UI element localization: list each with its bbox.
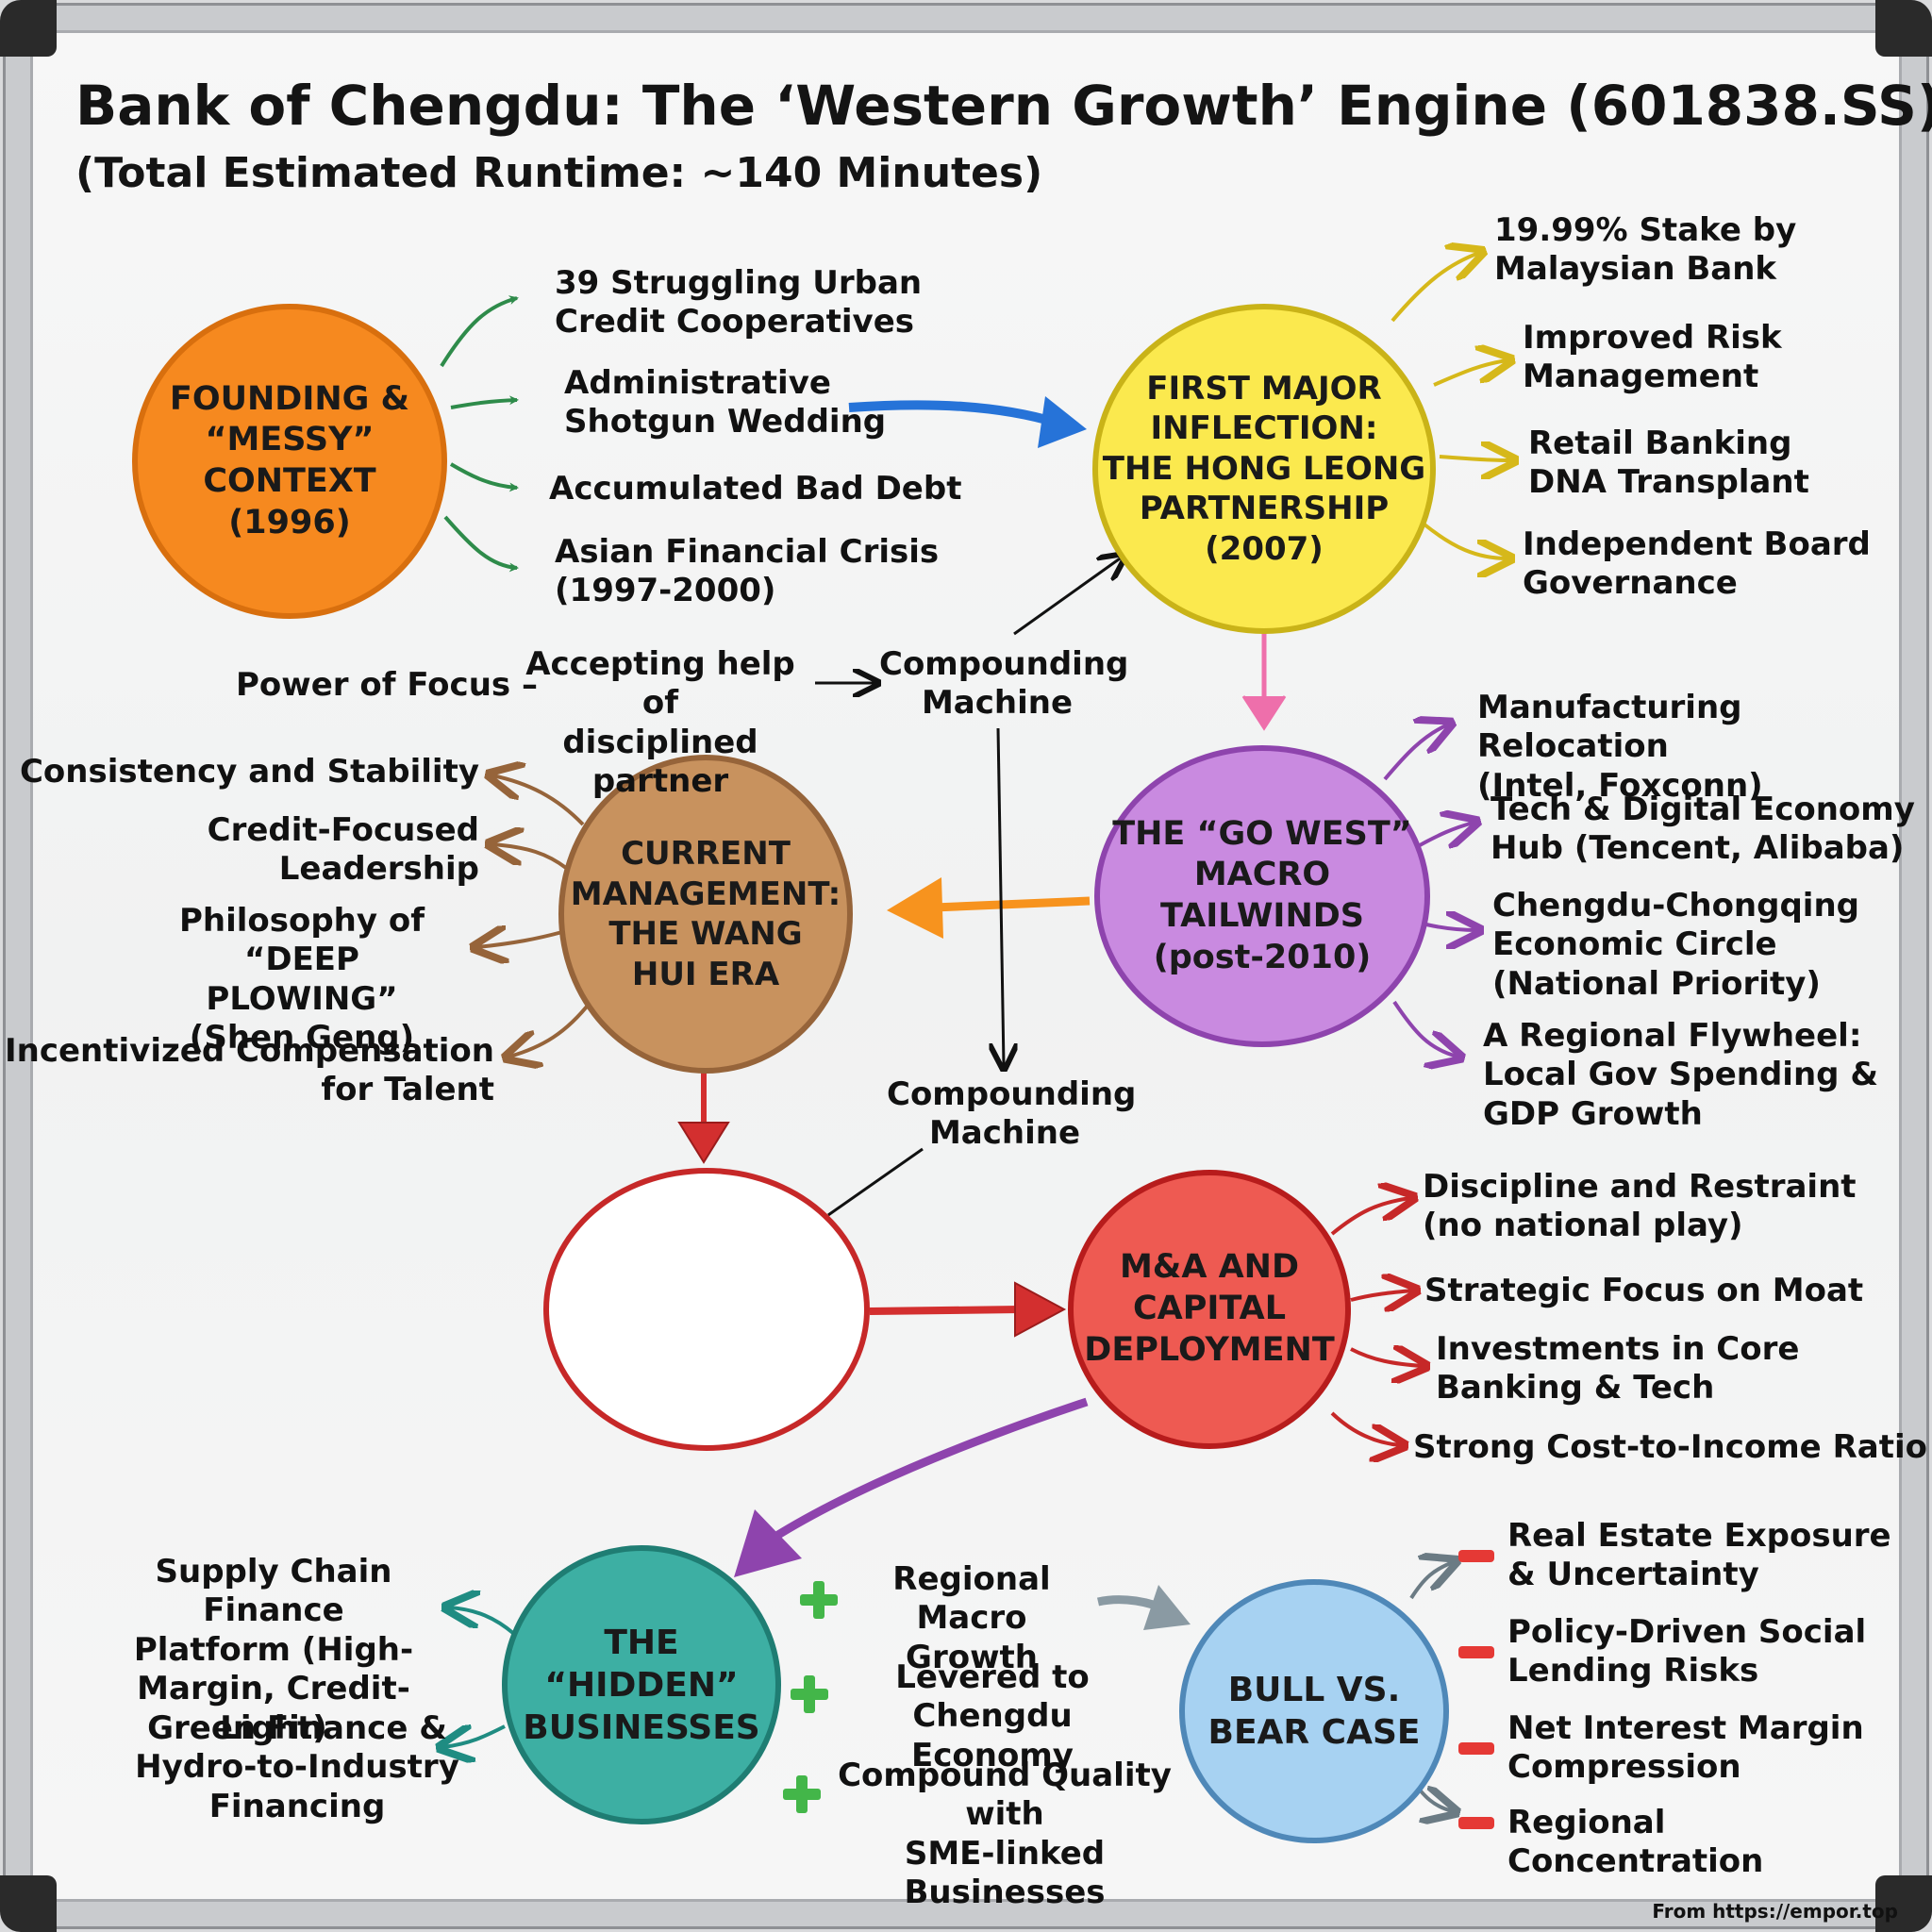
source-footer: From https://empor.top xyxy=(1652,1900,1898,1923)
ma-item: Strong Cost-to-Income Ratio xyxy=(1413,1428,1927,1466)
plus-icon xyxy=(781,1774,823,1815)
compounding-machine-label-bottom: Compounding Machine xyxy=(887,1075,1137,1153)
frame-corner-bottom-right xyxy=(1875,1875,1932,1932)
inflection-branch-arrows xyxy=(1391,253,1511,558)
purple-curved-arrow xyxy=(771,1397,1089,1541)
go-west-node: THE “GO WEST” MACRO TAILWINDS (post-2010… xyxy=(1094,745,1430,1047)
founding-item: Administrative Shotgun Wedding xyxy=(564,364,887,441)
gray-arrowhead xyxy=(1143,1585,1191,1630)
bull-item: Regional Macro Growth xyxy=(892,1560,1051,1676)
minus-icon xyxy=(1458,1646,1494,1658)
plus-icon xyxy=(789,1674,830,1715)
page-subtitle: (Total Estimated Runtime: ~140 Minutes) xyxy=(75,149,1043,197)
frame-corner-top-right xyxy=(1875,0,1932,57)
minus-icon xyxy=(1458,1742,1494,1755)
founding-node: FOUNDING & “MESSY” CONTEXT (1996) xyxy=(132,304,447,619)
management-item: Credit-Focused Leadership xyxy=(207,811,479,889)
bear-item: Real Estate Exposure & Uncertainty xyxy=(1507,1517,1891,1594)
inflection-item: Independent Board Governance xyxy=(1523,525,1871,603)
red-right-arrowhead xyxy=(1014,1281,1067,1338)
go-west-item: A Regional Flywheel: Local Gov Spending … xyxy=(1483,1017,1878,1133)
power-of-focus-label: Power of Focus – xyxy=(236,666,538,704)
management-item: Philosophy of “DEEP PLOWING” (Shen Geng) xyxy=(178,902,425,1058)
red-right-arrow xyxy=(869,1306,1022,1315)
compounding-to-inflection-arrow xyxy=(1013,557,1123,636)
orange-flow-arrow xyxy=(933,896,1091,912)
frame-corner-bottom-left xyxy=(0,1875,57,1932)
bull-bear-node-label: BULL VS. BEAR CASE xyxy=(1208,1671,1421,1752)
management-node: CURRENT MANAGEMENT: THE WANG HUI ERA xyxy=(558,755,853,1074)
hidden-branch-arrows xyxy=(443,1607,516,1747)
management-item: Incentivized Compensation for Talent xyxy=(4,1032,494,1109)
bull-item: Levered to Chengdu Economy xyxy=(895,1658,1090,1774)
hidden-node: THE “HIDDEN” BUSINESSES xyxy=(502,1545,781,1824)
bear-item: Net Interest Margin Compression xyxy=(1507,1709,1864,1787)
management-branch-arrows xyxy=(477,775,592,1057)
inflection-node-label: FIRST MAJOR INFLECTION: THE HONG LEONG P… xyxy=(1102,369,1426,568)
page-title: Bank of Chengdu: The ‘Western Growth’ En… xyxy=(75,74,1932,138)
go-west-node-label: THE “GO WEST” MACRO TAILWINDS (post-2010… xyxy=(1112,814,1412,976)
ma-branch-arrows xyxy=(1330,1198,1423,1445)
frame-corner-top-left xyxy=(0,0,57,57)
go-west-item: Chengdu-Chongqing Economic Circle (Natio… xyxy=(1492,887,1860,1003)
pink-arrowhead xyxy=(1241,695,1287,731)
management-node-label: CURRENT MANAGEMENT: THE WANG HUI ERA xyxy=(570,835,841,993)
plus-icon xyxy=(798,1579,840,1621)
go-west-item: Tech & Digital Economy Hub (Tencent, Ali… xyxy=(1491,791,1915,868)
bear-item: Regional Concentration xyxy=(1507,1804,1764,1881)
compounding-to-empty-circle-line xyxy=(827,1147,924,1217)
go-west-branch-arrows xyxy=(1383,724,1476,1057)
founding-item: Accumulated Bad Debt xyxy=(549,470,962,508)
bull-item: Compound Quality with SME-linked Busines… xyxy=(838,1757,1172,1912)
ma-node-label: M&A AND CAPITAL DEPLOYMENT xyxy=(1084,1248,1335,1369)
founding-node-label: FOUNDING & “MESSY” CONTEXT (1996) xyxy=(169,379,410,541)
blue-flow-arrow xyxy=(848,400,1058,427)
blue-arrowhead xyxy=(1038,396,1087,448)
founding-item: 39 Struggling Urban Credit Cooperatives xyxy=(555,264,923,341)
ma-item: Investments in Core Banking & Tech xyxy=(1436,1330,1800,1407)
founding-branch-arrows xyxy=(440,295,519,573)
inflection-item: Improved Risk Management xyxy=(1523,319,1782,396)
ma-item: Strategic Focus on Moat xyxy=(1424,1272,1864,1309)
minus-icon xyxy=(1458,1550,1494,1562)
inflection-node: FIRST MAJOR INFLECTION: THE HONG LEONG P… xyxy=(1092,304,1436,634)
orange-arrowhead xyxy=(887,877,943,939)
ma-node: M&A AND CAPITAL DEPLOYMENT xyxy=(1068,1170,1351,1449)
hidden-item: Green Finance & Hydro-to-Industry Financ… xyxy=(135,1709,459,1825)
hidden-item: Supply Chain Finance Platform (High- Mar… xyxy=(133,1553,414,1747)
go-west-item: Manufacturing Relocation (Intel, Foxconn… xyxy=(1477,689,1763,805)
purple-arrowhead xyxy=(734,1509,802,1577)
bear-item: Policy-Driven Social Lending Risks xyxy=(1507,1613,1867,1690)
management-item: Consistency and Stability xyxy=(19,753,479,791)
accepting-help-label: Accepting help of disciplined partner xyxy=(525,645,795,801)
minus-icon xyxy=(1458,1817,1494,1829)
bull-bear-node: BULL VS. BEAR CASE xyxy=(1179,1579,1449,1843)
inflection-item: Retail Banking DNA Transplant xyxy=(1528,425,1809,502)
founding-item: Asian Financial Crisis (1997-2000) xyxy=(555,533,940,610)
inflection-item: 19.99% Stake by Malaysian Bank xyxy=(1494,211,1797,289)
compounding-machine-label-top: Compounding Machine xyxy=(879,645,1129,723)
compounding-down-arrow xyxy=(998,727,1004,1066)
hidden-node-label: THE “HIDDEN” BUSINESSES xyxy=(523,1623,760,1747)
ma-item: Discipline and Restraint (no national pl… xyxy=(1423,1168,1857,1245)
red-down-arrowhead xyxy=(677,1122,730,1164)
empty-node xyxy=(543,1168,870,1451)
